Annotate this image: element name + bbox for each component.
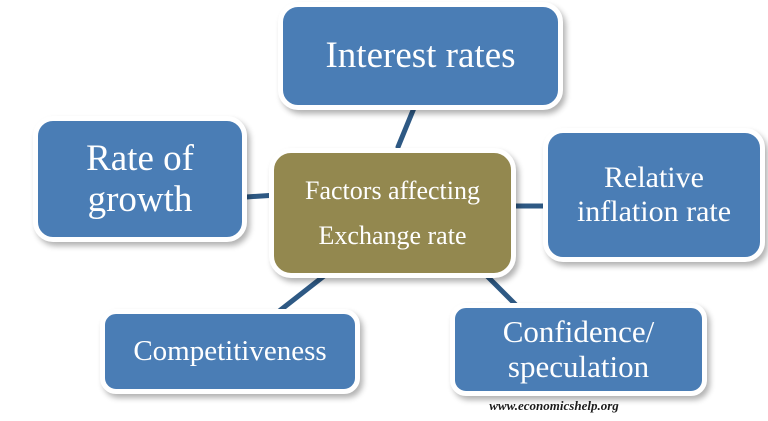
node-competitiveness[interactable]: Competitiveness (100, 309, 360, 394)
node-interest-rates[interactable]: Interest rates (278, 2, 563, 110)
node-relative-inflation-rate[interactable]: Relative inflation rate (543, 128, 765, 262)
node-confidence-speculation[interactable]: Confidence/ speculation (450, 303, 707, 396)
connector-center-to-competitiveness (275, 273, 327, 315)
connector-center-to-interest-rates (395, 105, 417, 150)
node-center-factors-affecting-exchange-rate[interactable]: Factors affecting Exchange rate (269, 148, 516, 278)
node-rate-of-growth[interactable]: Rate of growth (33, 116, 247, 242)
connector-center-to-confidence (484, 273, 519, 308)
watermark-source-url: www.economicshelp.org (489, 398, 619, 413)
